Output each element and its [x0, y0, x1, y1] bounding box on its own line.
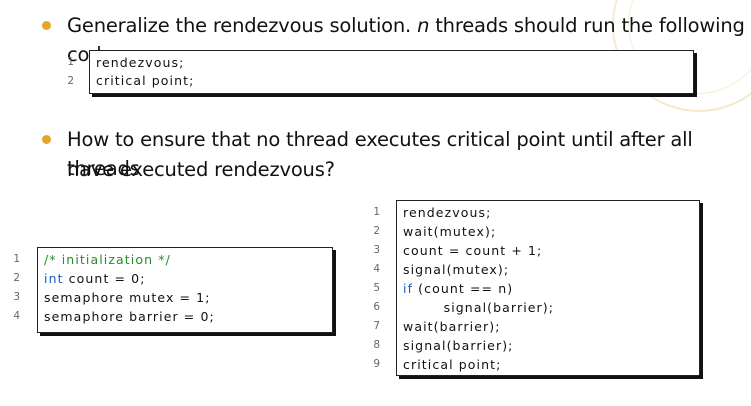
- code-line-rendezvous: rendezvous;: [96, 55, 185, 70]
- line-number: 5: [373, 282, 380, 294]
- code-line-semaphore-mutex: semaphore mutex = 1;: [44, 290, 211, 305]
- code-line-signal-mutex: signal(mutex);: [403, 262, 510, 277]
- code-line-count-increment: count = count + 1;: [403, 243, 543, 258]
- code-box-initialization: /* initialization */ int count = 0; sema…: [37, 247, 333, 333]
- bullet-marker: [42, 21, 51, 30]
- line-number: 4: [13, 310, 20, 322]
- code-box-barrier: rendezvous; wait(mutex); count = count +…: [396, 200, 700, 376]
- code-line-semaphore-barrier: semaphore barrier = 0;: [44, 309, 215, 324]
- code-line-rendezvous: rendezvous;: [403, 205, 492, 220]
- bullet-text-question-line1: How to ensure that no thread executes cr…: [67, 128, 693, 180]
- line-number: 2: [13, 272, 20, 284]
- line-number: 9: [373, 358, 380, 370]
- code-line-if-count: if (count == n): [403, 281, 514, 296]
- code-line-critical-point: critical point;: [403, 357, 502, 372]
- code-line-wait-barrier: wait(barrier);: [403, 319, 501, 334]
- line-number: 2: [373, 225, 380, 237]
- line-number: 3: [13, 291, 20, 303]
- bullet-text-generalize: Generalize the rendezvous solution. n th…: [67, 14, 745, 66]
- line-number: 1: [67, 56, 74, 68]
- line-number: 8: [373, 339, 380, 351]
- line-number: 3: [373, 244, 380, 256]
- line-number: 7: [373, 320, 380, 332]
- keyword-int: int: [44, 271, 64, 286]
- bullet-text-question-line2: have executed rendezvous?: [67, 158, 335, 181]
- bullet-marker: [42, 135, 51, 144]
- keyword-if: if: [403, 281, 414, 296]
- line-number: 1: [373, 206, 380, 218]
- code-line-critical-point: critical point;: [96, 73, 195, 88]
- code-line-signal-barrier-inner: signal(barrier);: [403, 300, 555, 315]
- code-line-int-count: int count = 0;: [44, 271, 146, 286]
- line-number: 6: [373, 301, 380, 313]
- line-number: 4: [373, 263, 380, 275]
- line-number: 1: [13, 253, 20, 265]
- line-number: 2: [67, 75, 74, 87]
- code-line-wait-mutex: wait(mutex);: [403, 224, 497, 239]
- code-line-comment: /* initialization */: [44, 252, 171, 267]
- code-box-general: rendezvous; critical point;: [89, 50, 694, 94]
- code-line-signal-barrier: signal(barrier);: [403, 338, 514, 353]
